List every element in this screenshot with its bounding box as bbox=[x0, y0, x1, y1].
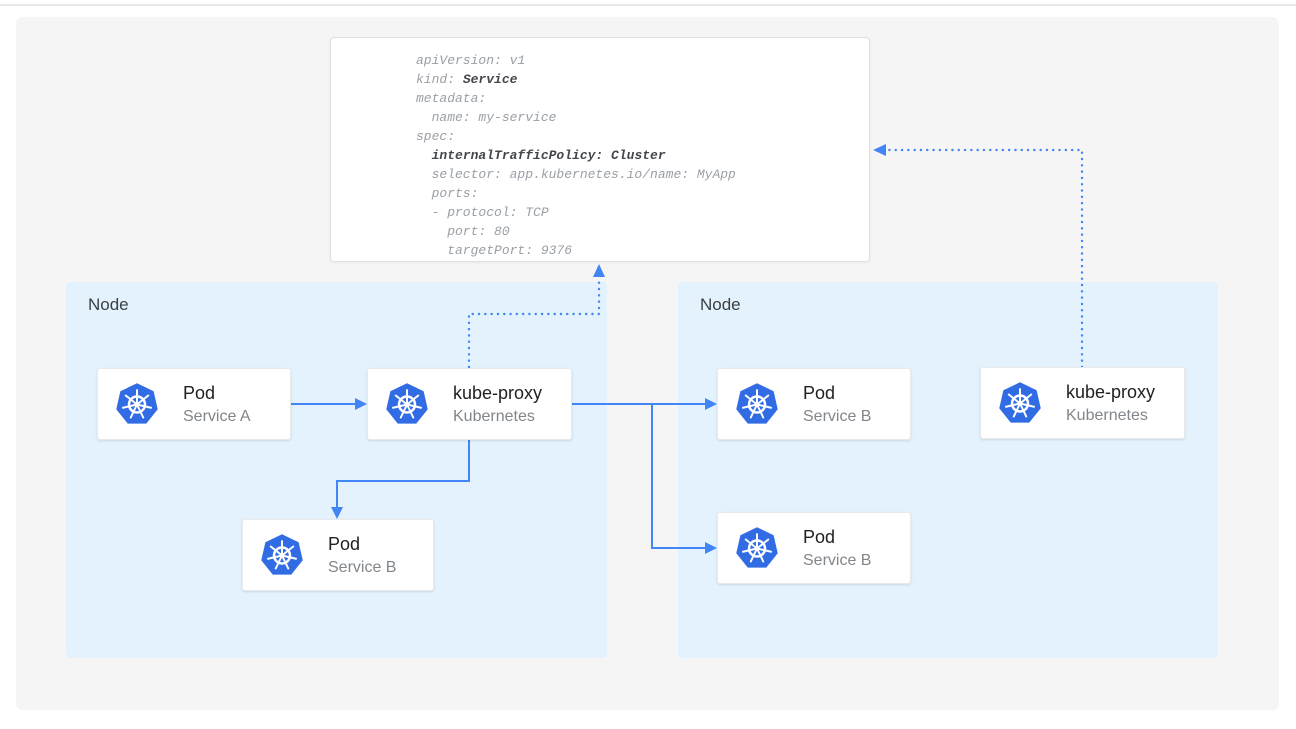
node-container-right: Node bbox=[678, 282, 1218, 658]
pod-card-service-b-right-bottom: Pod Service B bbox=[717, 512, 911, 584]
node-label: Node bbox=[700, 295, 741, 314]
card-subtitle: Service B bbox=[803, 407, 872, 425]
yaml-line: metadata: bbox=[416, 91, 487, 106]
pod-card-service-b-left: Pod Service B bbox=[242, 519, 434, 591]
card-title: kube-proxy bbox=[1066, 381, 1156, 402]
yaml-internal-traffic-policy: internalTrafficPolicy: Cluster bbox=[431, 148, 666, 163]
card-subtitle: Kubernetes bbox=[453, 407, 535, 425]
yaml-line: kind: bbox=[416, 72, 463, 87]
yaml-line: port: 80 bbox=[416, 224, 510, 239]
card-subtitle: Kubernetes bbox=[1066, 406, 1148, 424]
pod-card-service-b-right-top: Pod Service B bbox=[717, 368, 911, 440]
yaml-line: targetPort: 9376 bbox=[416, 243, 573, 258]
card-title: Pod bbox=[803, 382, 836, 403]
yaml-line: ports: bbox=[416, 186, 479, 201]
card-subtitle: Service B bbox=[803, 551, 872, 569]
top-divider-rule bbox=[0, 4, 1296, 6]
card-title: Pod bbox=[328, 533, 361, 554]
kube-proxy-card-right: kube-proxy Kubernetes bbox=[980, 367, 1185, 439]
card-title: Pod bbox=[803, 526, 836, 547]
kubernetes-logo-icon bbox=[384, 382, 430, 427]
kubernetes-logo-icon bbox=[997, 381, 1043, 426]
kubernetes-logo-icon bbox=[734, 382, 780, 427]
kubernetes-logo-icon bbox=[734, 526, 780, 571]
yaml-line: - protocol: TCP bbox=[416, 205, 549, 220]
card-title: kube-proxy bbox=[453, 382, 543, 403]
yaml-line: selector: app.kubernetes.io/name: MyApp bbox=[416, 167, 736, 182]
pod-card-service-a: Pod Service A bbox=[97, 368, 291, 440]
yaml-line bbox=[416, 148, 432, 163]
service-yaml-card: apiVersion: v1 kind: Service metadata: n… bbox=[330, 37, 870, 262]
kubernetes-logo-icon bbox=[259, 533, 305, 578]
yaml-code-block: apiVersion: v1 kind: Service metadata: n… bbox=[416, 51, 736, 260]
card-subtitle: Service B bbox=[328, 558, 397, 576]
kube-proxy-card-left: kube-proxy Kubernetes bbox=[367, 368, 572, 440]
yaml-line: apiVersion: v1 bbox=[416, 53, 526, 68]
yaml-kind-value: Service bbox=[462, 72, 518, 87]
yaml-line: spec: bbox=[416, 129, 456, 144]
card-title: Pod bbox=[183, 382, 216, 403]
kubernetes-logo-icon bbox=[114, 382, 160, 427]
card-subtitle: Service A bbox=[183, 407, 251, 425]
node-label: Node bbox=[88, 295, 129, 314]
yaml-line: name: my-service bbox=[416, 110, 557, 125]
node-container-left: Node bbox=[66, 282, 607, 658]
